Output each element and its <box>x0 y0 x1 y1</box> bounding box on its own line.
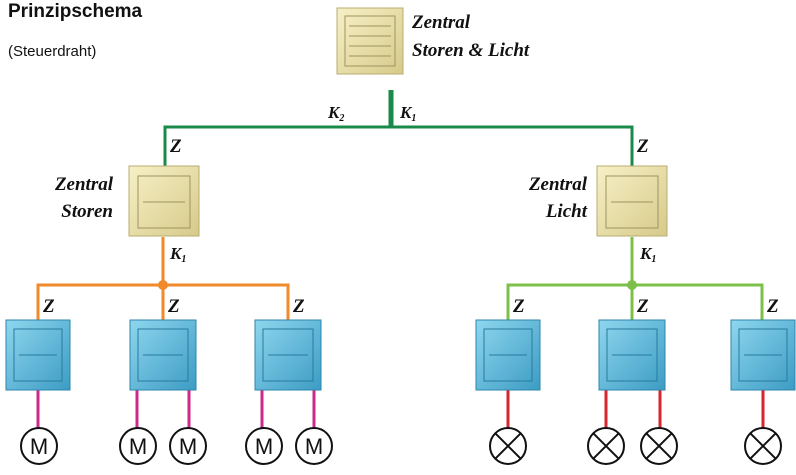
central-main-label-line2: Storen & Licht <box>412 40 530 61</box>
local-switch-light-3 <box>730 319 796 391</box>
z-label-light-3: Z <box>766 296 779 317</box>
motor-symbol: M <box>179 434 197 459</box>
lamp-3 <box>640 427 678 465</box>
motor-symbol: M <box>305 434 323 459</box>
central-light-switch <box>596 165 668 237</box>
central-blinds-label-line1: Zentral <box>54 174 114 195</box>
central-main-label-line1: Zentral <box>411 12 471 33</box>
k1-label-main: K1 <box>399 103 416 124</box>
motor-symbol: M <box>30 434 48 459</box>
motor-2: M <box>119 427 157 465</box>
z-label-light-1: Z <box>512 296 525 317</box>
z-label-blinds-1: Z <box>42 296 55 317</box>
light-junction <box>627 280 637 290</box>
central-blinds-switch <box>128 165 200 237</box>
central-main-switch <box>336 7 404 75</box>
lamp-4 <box>744 427 782 465</box>
k2-label: K2 <box>327 103 344 124</box>
motor-3: M <box>169 427 207 465</box>
z-label-blinds-2: Z <box>167 296 180 317</box>
main-wires <box>163 90 634 180</box>
central-light-label-line2: Licht <box>545 201 588 222</box>
motor-5: M <box>295 427 333 465</box>
motor-4: M <box>245 427 283 465</box>
motor-symbol: M <box>129 434 147 459</box>
lamp-2 <box>587 427 625 465</box>
motor-1: M <box>20 427 58 465</box>
diagram-subtitle: (Steuerdraht) <box>8 43 97 60</box>
local-switch-light-2 <box>598 319 666 391</box>
local-switch-blinds-2 <box>129 319 197 391</box>
local-switch-blinds-1 <box>5 319 71 391</box>
lamp-wires <box>506 390 765 428</box>
z-label-light-central: Z <box>636 136 649 157</box>
z-label-blinds-3: Z <box>292 296 305 317</box>
z-label-blinds-central: Z <box>169 136 182 157</box>
blinds-junction <box>158 280 168 290</box>
central-light-label-line1: Zentral <box>528 174 588 195</box>
diagram-title: Prinzipschema <box>8 1 143 22</box>
local-switch-light-1 <box>475 319 541 391</box>
k1-label-light: K1 <box>639 244 656 265</box>
motor-wires <box>36 390 316 428</box>
central-blinds-label-line2: Storen <box>61 201 113 222</box>
lamp-1 <box>489 427 527 465</box>
k1-label-blinds: K1 <box>169 244 186 265</box>
z-label-light-2: Z <box>636 296 649 317</box>
motor-symbol: M <box>255 434 273 459</box>
local-switch-blinds-3 <box>254 319 322 391</box>
